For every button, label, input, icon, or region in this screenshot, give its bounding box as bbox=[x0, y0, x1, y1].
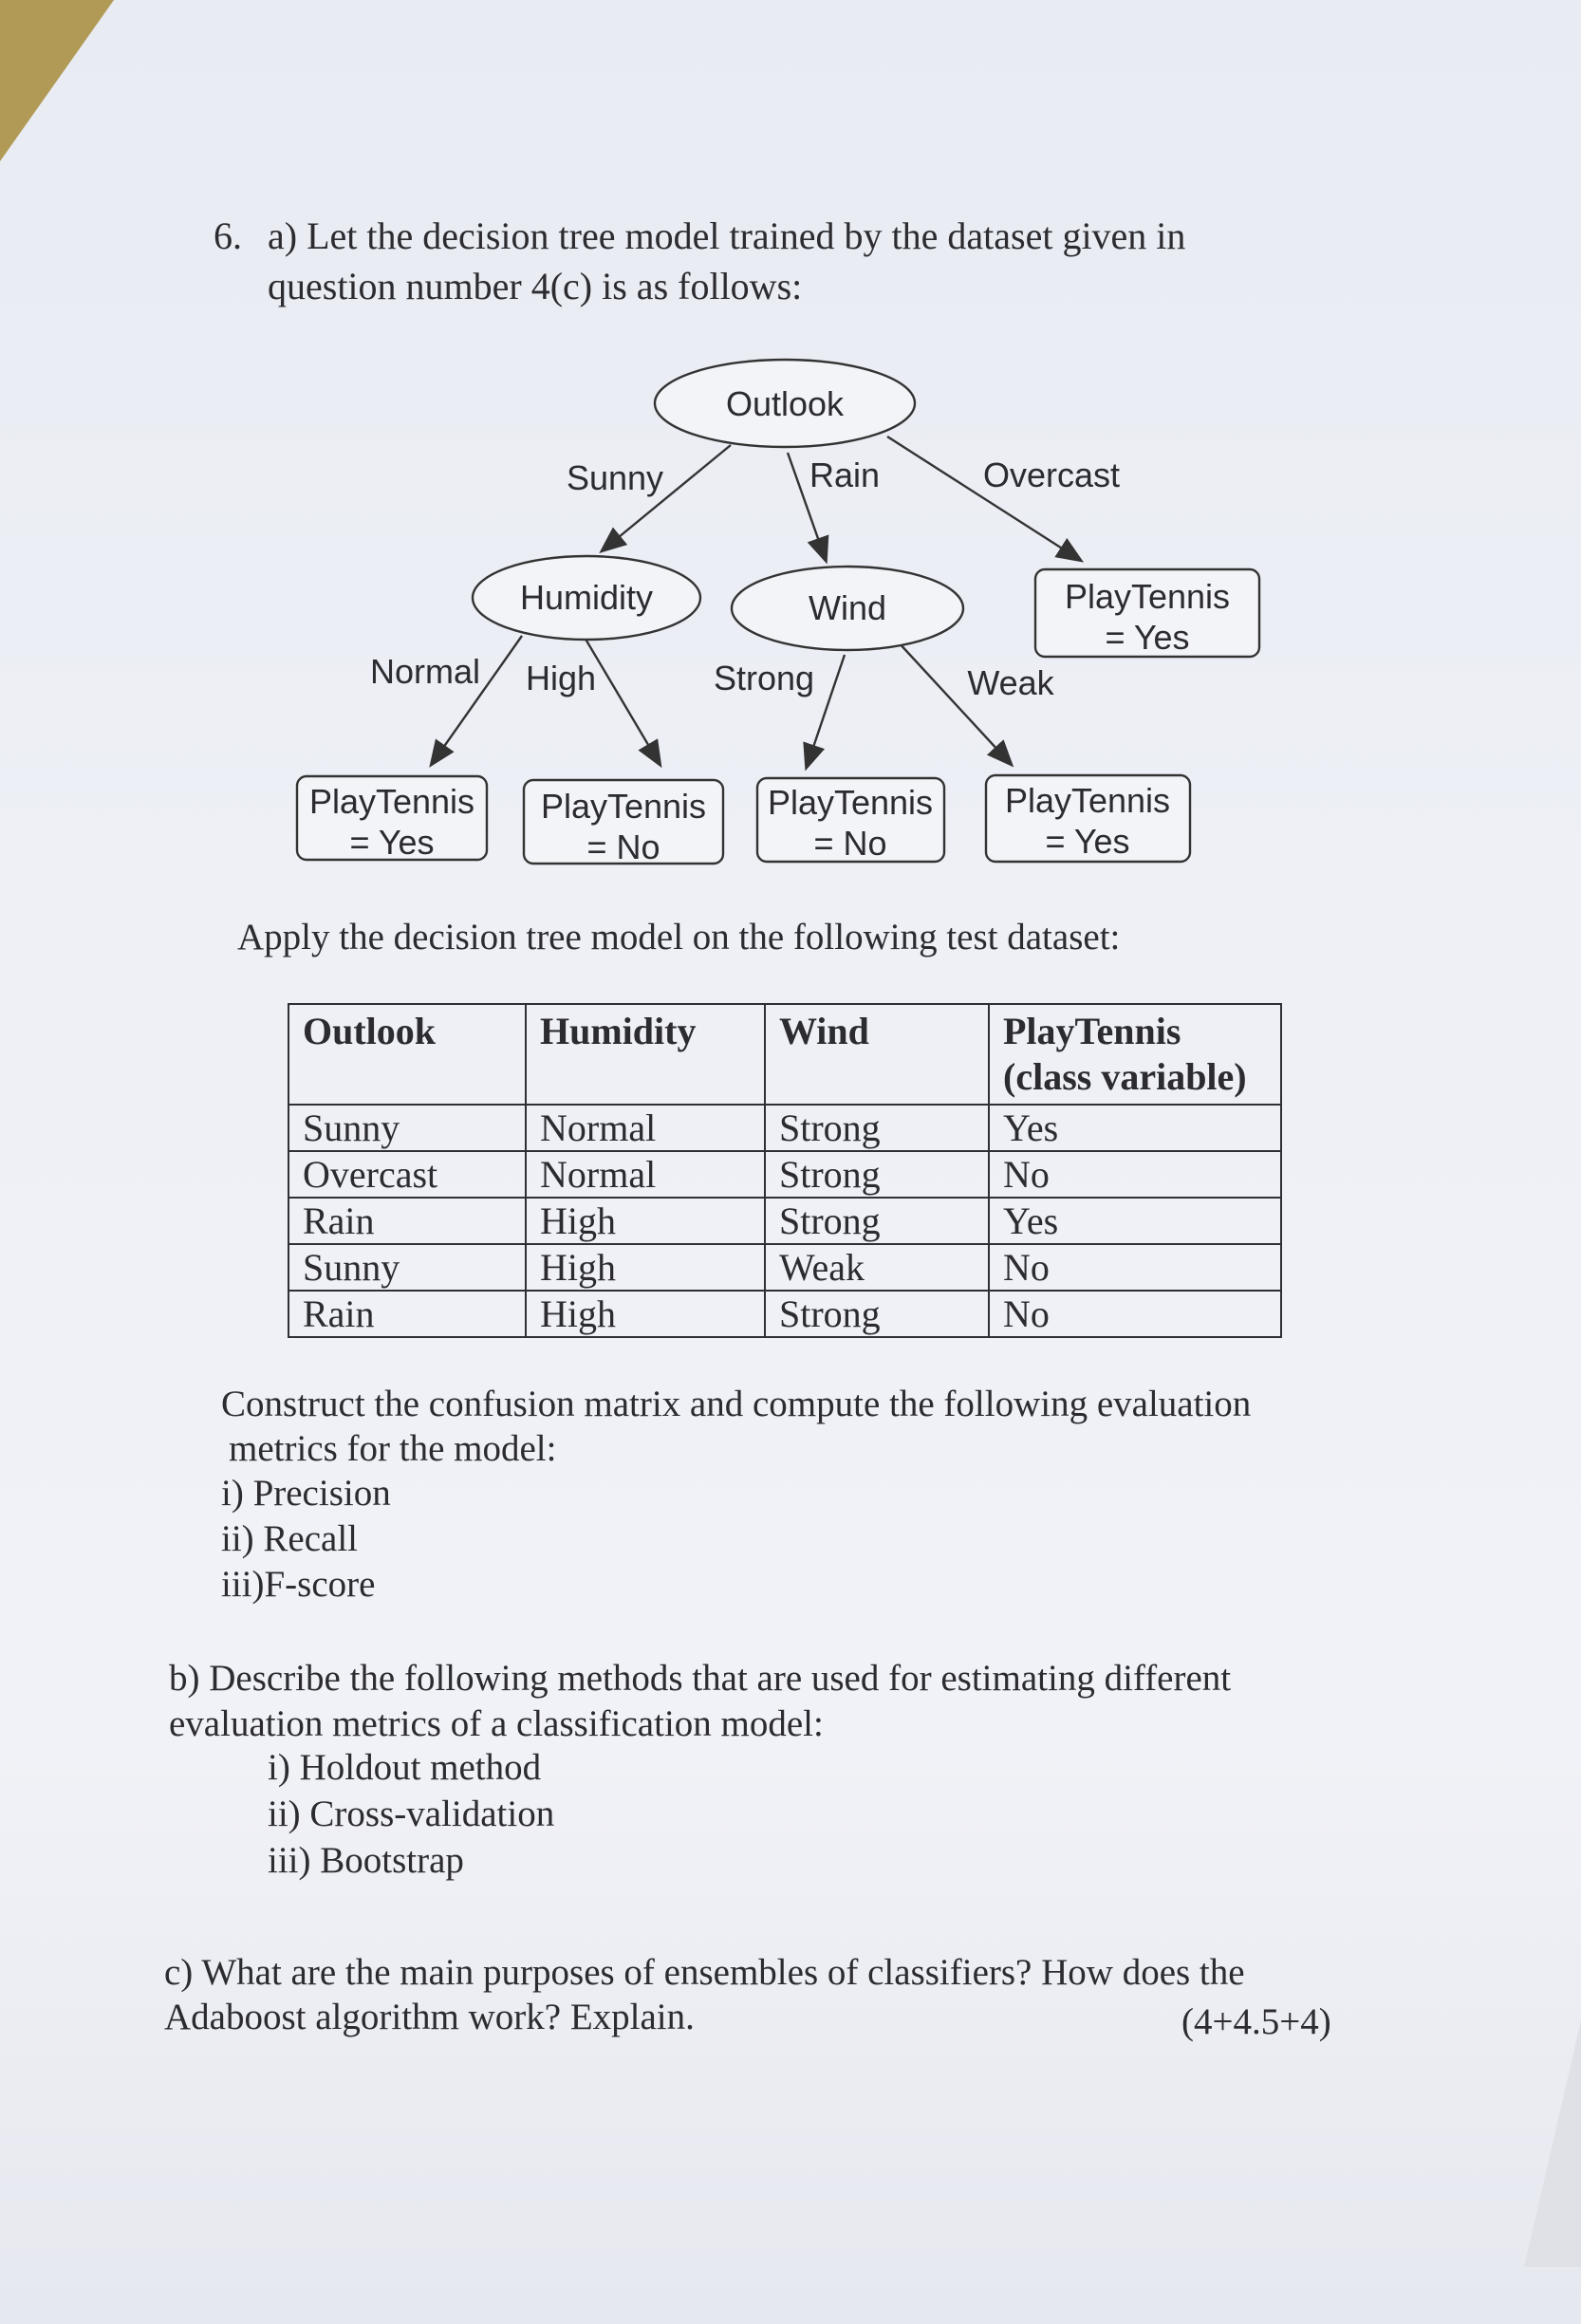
edge-weak-label: Weak bbox=[967, 663, 1054, 702]
cell-outlook: Rain bbox=[288, 1197, 527, 1245]
edge-strong-label: Strong bbox=[714, 659, 814, 697]
leaf-high-no bbox=[522, 778, 725, 865]
leaf-strong-line2: = No bbox=[813, 824, 886, 863]
cell-playtennis: No bbox=[988, 1150, 1282, 1199]
header-humidity: Humidity bbox=[525, 1003, 766, 1106]
marks-allocation: (4+4.5+4) bbox=[1181, 2001, 1331, 2042]
edge-rain-label: Rain bbox=[809, 456, 880, 494]
cell-humidity: High bbox=[525, 1290, 766, 1338]
cell-outlook: Overcast bbox=[288, 1150, 527, 1199]
cell-humidity: High bbox=[525, 1197, 766, 1245]
metric-fscore: iii)F-score bbox=[221, 1564, 376, 1605]
method-cross-validation: ii) Cross-validation bbox=[268, 1794, 555, 1834]
cell-humidity: High bbox=[525, 1243, 766, 1292]
node-humidity-label: Humidity bbox=[520, 578, 653, 617]
header-class-variable: (class variable) bbox=[1003, 1055, 1247, 1098]
cell-wind: Strong bbox=[764, 1104, 990, 1152]
cell-humidity: Normal bbox=[525, 1104, 766, 1152]
edge-sunny-label: Sunny bbox=[567, 458, 663, 497]
part-b-line-2: evaluation metrics of a classification m… bbox=[169, 1703, 824, 1744]
table-row: Rain High Strong No bbox=[288, 1290, 1282, 1338]
table-row: Rain High Strong Yes bbox=[288, 1197, 1282, 1245]
edge-overcast-label: Overcast bbox=[983, 456, 1120, 494]
cell-playtennis: Yes bbox=[988, 1104, 1282, 1152]
method-bootstrap: iii) Bootstrap bbox=[268, 1840, 464, 1881]
leaf-overcast-line2: = Yes bbox=[1105, 618, 1189, 657]
table-row: Overcast Normal Strong No bbox=[288, 1150, 1282, 1199]
leaf-normal-yes bbox=[295, 774, 489, 862]
node-wind-label: Wind bbox=[809, 588, 886, 627]
cell-wind: Weak bbox=[764, 1243, 990, 1292]
edge-normal bbox=[429, 635, 523, 768]
leaf-normal-line2: = Yes bbox=[349, 823, 434, 862]
construct-line-2: metrics for the model: bbox=[229, 1428, 557, 1469]
leaf-overcast-yes bbox=[1033, 567, 1261, 659]
edge-rain bbox=[786, 452, 829, 565]
cell-wind: Strong bbox=[764, 1197, 990, 1245]
page-corner-shadow bbox=[0, 0, 114, 161]
node-outlook bbox=[653, 358, 917, 449]
edge-normal-label: Normal bbox=[370, 652, 480, 691]
leaf-high-line1: PlayTennis bbox=[541, 787, 706, 826]
construct-line-1: Construct the confusion matrix and compu… bbox=[221, 1384, 1252, 1424]
edge-high bbox=[582, 635, 662, 769]
cell-humidity: Normal bbox=[525, 1150, 766, 1199]
node-wind bbox=[730, 565, 965, 652]
header-wind: Wind bbox=[764, 1003, 990, 1106]
question-number: 6. bbox=[214, 214, 242, 257]
apply-instruction: Apply the decision tree model on the fol… bbox=[237, 917, 1121, 957]
header-outlook: Outlook bbox=[288, 1003, 527, 1106]
leaf-weak-line2: = Yes bbox=[1045, 822, 1129, 861]
cell-outlook: Sunny bbox=[288, 1243, 527, 1292]
header-playtennis: PlayTennis (class variable) bbox=[988, 1003, 1282, 1106]
test-dataset-table: Outlook Humidity Wind PlayTennis (class … bbox=[288, 1003, 1282, 1338]
edge-sunny bbox=[599, 444, 732, 554]
node-humidity bbox=[471, 554, 702, 641]
edge-weak bbox=[896, 640, 1014, 768]
edge-overcast bbox=[886, 435, 1085, 563]
cell-outlook: Sunny bbox=[288, 1104, 527, 1152]
part-b-line-1: b) Describe the following methods that a… bbox=[169, 1658, 1232, 1699]
table-header-row: Outlook Humidity Wind PlayTennis (class … bbox=[288, 1003, 1282, 1106]
header-playtennis-label: PlayTennis bbox=[1003, 1010, 1181, 1052]
decision-tree-diagram: Outlook Humidity Wind Sunny Rain Overcas… bbox=[295, 358, 1261, 866]
table-row: Sunny Normal Strong Yes bbox=[288, 1104, 1282, 1152]
cell-wind: Strong bbox=[764, 1290, 990, 1338]
table-row: Sunny High Weak No bbox=[288, 1243, 1282, 1292]
edge-strong bbox=[803, 654, 846, 772]
leaf-weak-yes bbox=[984, 773, 1192, 864]
cell-playtennis: Yes bbox=[988, 1197, 1282, 1245]
metric-precision: i) Precision bbox=[221, 1473, 391, 1514]
leaf-overcast-line1: PlayTennis bbox=[1065, 577, 1230, 616]
cell-outlook: Rain bbox=[288, 1290, 527, 1338]
cell-wind: Strong bbox=[764, 1150, 990, 1199]
cell-playtennis: No bbox=[988, 1243, 1282, 1292]
leaf-strong-line1: PlayTennis bbox=[768, 783, 933, 822]
cell-playtennis: No bbox=[988, 1290, 1282, 1338]
leaf-weak-line1: PlayTennis bbox=[1005, 781, 1170, 820]
page-fold bbox=[1524, 2020, 1581, 2267]
part-a-line-1: a) Let the decision tree model trained b… bbox=[268, 214, 1186, 257]
part-c-line-2: Adaboost algorithm work? Explain. bbox=[164, 1997, 695, 2037]
node-outlook-label: Outlook bbox=[726, 384, 845, 423]
leaf-high-line2: = No bbox=[586, 827, 660, 866]
part-c-line-1: c) What are the main purposes of ensembl… bbox=[164, 1952, 1245, 1993]
edge-high-label: High bbox=[526, 659, 596, 697]
leaf-normal-line1: PlayTennis bbox=[309, 782, 474, 821]
method-holdout: i) Holdout method bbox=[268, 1747, 542, 1788]
leaf-strong-no bbox=[755, 776, 946, 864]
part-a-line-2: question number 4(c) is as follows: bbox=[268, 265, 803, 307]
metric-recall: ii) Recall bbox=[221, 1518, 359, 1559]
